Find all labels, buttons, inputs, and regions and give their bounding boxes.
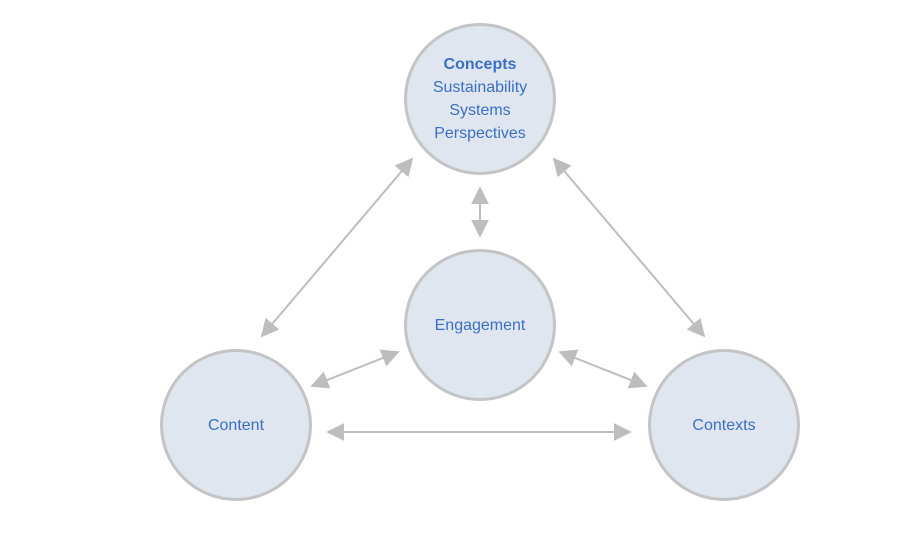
contexts-label: Contexts xyxy=(692,416,756,434)
concepts-node: Concepts Sustainability Systems Perspect… xyxy=(404,23,556,175)
engagement-label: Engagement xyxy=(434,316,526,334)
arrow-content-engagement xyxy=(310,349,400,389)
concepts-item-sustainability: Sustainability xyxy=(432,79,528,96)
concepts-item-systems: Systems xyxy=(449,102,511,119)
contexts-node: Contexts xyxy=(648,349,800,501)
concepts-title: Concepts xyxy=(443,56,517,73)
engagement-node: Engagement xyxy=(404,249,556,401)
content-node: Content xyxy=(160,349,312,501)
arrow-concepts-content xyxy=(260,157,414,338)
content-label: Content xyxy=(207,416,265,434)
arrow-concepts-contexts xyxy=(552,157,706,338)
arrow-engagement-contexts xyxy=(558,349,648,389)
concepts-item-perspectives: Perspectives xyxy=(434,125,526,142)
